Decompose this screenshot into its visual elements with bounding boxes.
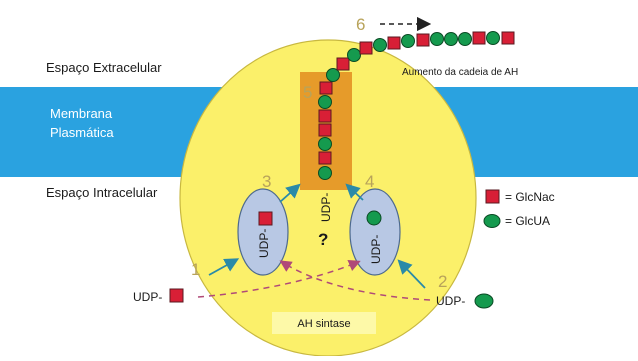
udp-left-vesicle-label: UDP-: [257, 229, 271, 258]
chain-glcua-unit: [319, 138, 332, 151]
chain-glcua-unit: [374, 39, 387, 52]
udp-glcua-input-label: UDP-: [436, 294, 465, 308]
chain-glcua-unit: [487, 32, 500, 45]
chain-glcua-unit: [348, 49, 361, 62]
extracellular-label: Espaço Extracelular: [46, 60, 162, 75]
legend-glcua-label: = GlcUA: [505, 214, 550, 228]
step-1-number: 1: [191, 260, 200, 279]
chain-glcua-unit: [431, 33, 444, 46]
chain-glcnac-unit: [388, 37, 400, 49]
chain-glcnac-unit: [320, 82, 332, 94]
membrane-label-line2: Plasmática: [50, 125, 114, 140]
step-3-number: 3: [262, 172, 271, 191]
step-5-number: 5: [303, 83, 312, 102]
chain-glcnac-unit: [360, 42, 372, 54]
chain-glcnac-unit: [319, 110, 331, 122]
legend-glcua-icon: [484, 215, 500, 228]
chain-glcua-unit: [459, 33, 472, 46]
glcnac-square-icon: [259, 212, 272, 225]
chain-glcnac-unit: [337, 58, 349, 70]
chain-glcnac-unit: [319, 124, 331, 136]
step-2-number: 2: [438, 272, 447, 291]
udp-glcnac-input-label: UDP-: [133, 290, 162, 304]
step-6-number: 6: [356, 15, 365, 34]
chain-growth-label: Aumento da cadeia de AH: [402, 67, 518, 78]
glcua-circle-icon: [367, 211, 381, 225]
chain-glcua-unit: [402, 35, 415, 48]
glcnac-input-square-icon: [170, 289, 183, 302]
chain-glcua-unit: [319, 96, 332, 109]
chain-glcnac-unit: [502, 32, 514, 44]
legend-glcnac-label: = GlcNac: [505, 190, 555, 204]
synthase-label: AH sintase: [297, 318, 350, 330]
chain-glcnac-unit: [417, 34, 429, 46]
udp-right-vesicle-label: UDP-: [369, 235, 383, 264]
membrane-label-line1: Membrana: [50, 106, 113, 121]
udp-vertical-label: UDP-: [319, 193, 333, 222]
chain-glcnac-unit: [319, 152, 331, 164]
legend-glcnac-icon: [486, 190, 499, 203]
intracellular-label: Espaço Intracelular: [46, 185, 158, 200]
chain-glcua-unit: [319, 167, 332, 180]
question-mark: ?: [318, 230, 328, 249]
chain-glcua-unit: [445, 33, 458, 46]
step-4-number: 4: [365, 172, 374, 191]
glcua-input-circle-icon: [475, 294, 493, 308]
chain-glcnac-unit: [473, 32, 485, 44]
